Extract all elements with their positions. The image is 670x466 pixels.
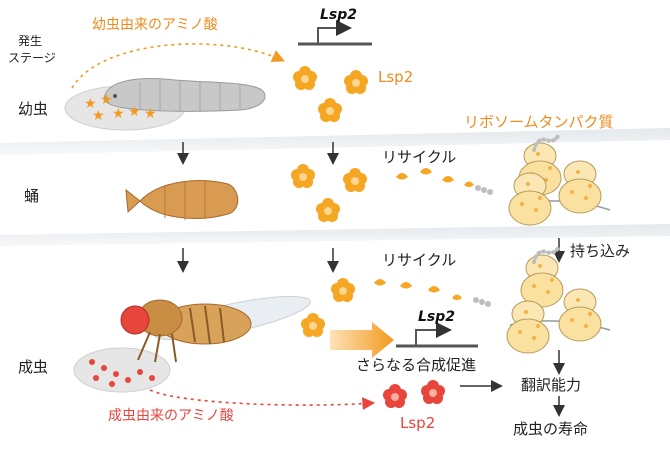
ribosomal-protein-label: リボソームタンパク質: [464, 113, 614, 131]
stage-label-pupa: 蛹: [24, 187, 39, 205]
pupa-lsp2-proteins: [291, 164, 367, 222]
larva-amino-acids-arrow: [71, 43, 285, 89]
larva-gene-label: Lsp2: [320, 7, 357, 23]
pupa-recycle-label: リサイクル: [382, 148, 456, 166]
stage-title-line1: 発生: [18, 34, 42, 48]
adult-lsp2-proteins: [301, 278, 355, 337]
adult-gene-promoter-arrow: [415, 322, 452, 346]
svg-text:★: ★: [100, 92, 113, 108]
adult-gene-label: Lsp2: [418, 309, 455, 325]
stage-divider: [0, 128, 670, 155]
larva-lsp2-proteins: [293, 66, 368, 122]
adult-new-lsp2-proteins: [383, 380, 445, 408]
adult-lifespan-label: 成虫の寿命: [513, 420, 588, 438]
pupa-peptide-fragments: [396, 168, 474, 187]
adult-recycle-label: リサイクル: [382, 251, 456, 269]
larva-illustration: [103, 78, 266, 112]
larva-amino-acids-label: 幼虫由来のアミノ酸: [92, 17, 218, 33]
svg-text:★: ★: [92, 108, 105, 124]
adult-ribosome-dots: [473, 297, 491, 307]
larva-gene-promoter-arrow: [317, 20, 352, 44]
stage-label-adult: 成虫: [18, 358, 48, 376]
svg-text:★: ★: [144, 106, 157, 122]
adult-amino-acid-dots: [89, 359, 155, 387]
svg-text:★: ★: [128, 104, 141, 120]
svg-text:★: ★: [112, 106, 125, 122]
adult-peptide-fragments: [374, 279, 462, 300]
stage-title-line2: ステージ: [8, 51, 56, 65]
adult-protein-label: Lsp2: [400, 414, 435, 432]
translation-capacity-label: 翻訳能力: [521, 376, 581, 394]
pupa-ribosomes: [508, 134, 611, 226]
synthesis-promotion-arrow: [330, 322, 394, 358]
pupa-ribosome-dots: [475, 185, 493, 195]
adult-amino-acids-arrow: [149, 389, 376, 411]
stage-divider: [0, 224, 670, 246]
adult-amino-acids-label: 成虫由来のアミノ酸: [108, 408, 234, 424]
adult-ribosomes: [506, 246, 611, 354]
synthesis-promotion-label: さらなる合成促進: [356, 356, 476, 374]
larva-protein-label: Lsp2: [378, 68, 413, 86]
stage-label-larva: 幼虫: [18, 100, 48, 118]
adult-fly-illustration: [120, 295, 311, 363]
adult-food-patch: [73, 347, 171, 393]
larva-amino-acid-stars: ★ ★ ★ ★ ★ ★: [84, 92, 157, 124]
carry-in-label: 持ち込み: [570, 242, 630, 260]
pupa-illustration: [125, 180, 239, 220]
svg-text:★: ★: [84, 96, 97, 112]
